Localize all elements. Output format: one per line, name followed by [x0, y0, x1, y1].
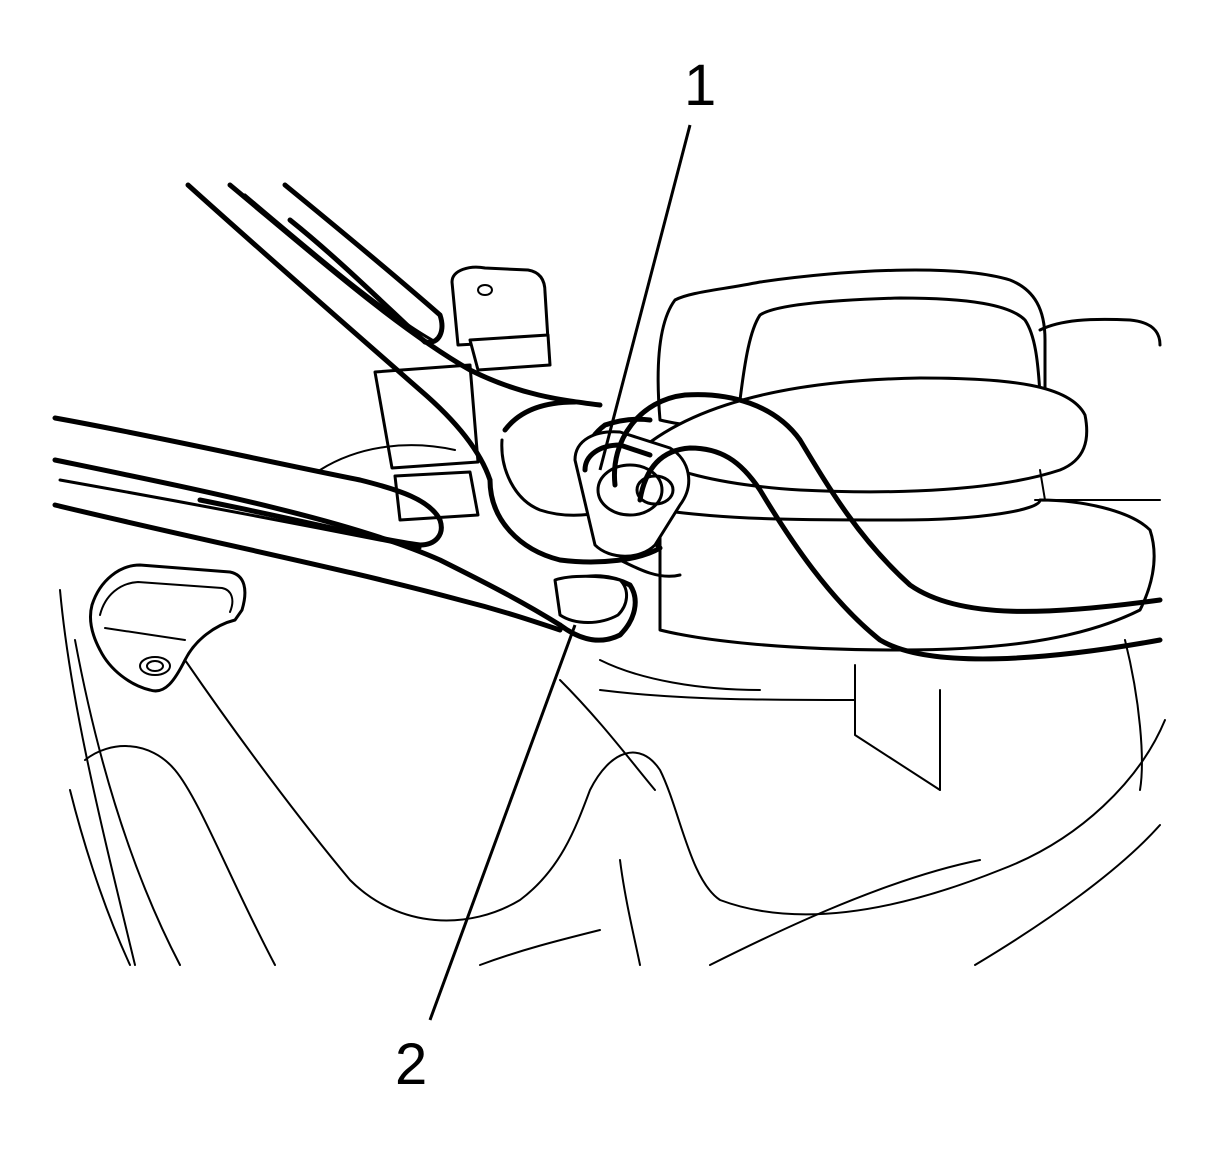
lower-wrench — [52, 415, 638, 643]
leader-lines — [428, 124, 692, 1021]
left-bracket — [88, 563, 247, 693]
sensor-connector — [319, 265, 552, 522]
curved-link-rod — [611, 392, 1163, 662]
housing-outline — [59, 589, 1166, 966]
callout-label-1: 1 — [684, 53, 717, 118]
callout-label-2: 2 — [395, 1032, 428, 1097]
strut-mount — [638, 268, 1162, 652]
leader-line-2 — [428, 624, 577, 1021]
leader-line-1 — [598, 124, 692, 471]
